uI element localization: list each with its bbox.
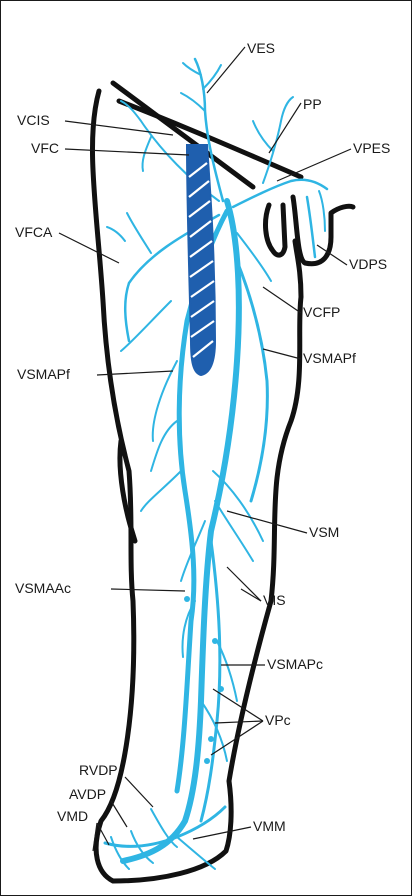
perforator-dot-3 — [218, 686, 224, 692]
label-vfca: VFCA — [15, 224, 53, 240]
label-vpc: VPc — [265, 712, 291, 728]
label-vis: VIS — [263, 592, 286, 608]
label-rvdp: RVDP — [79, 762, 118, 778]
leader-vsmaac — [111, 589, 185, 591]
ves-sub-1 — [181, 93, 205, 111]
leader-vsm — [227, 511, 307, 533]
leader-vcfp — [263, 287, 301, 313]
label-vmd: VMD — [57, 808, 88, 824]
genital-outline-left — [266, 205, 285, 255]
ves-sub-3 — [203, 65, 221, 89]
thigh-branch-2 — [153, 361, 177, 441]
femoral-vein-body — [187, 145, 215, 375]
label-avdp: AVDP — [69, 786, 106, 802]
label-vmm: VMM — [253, 818, 286, 834]
vdps-sub — [319, 191, 325, 231]
vdps-branch — [307, 197, 315, 257]
vfca-sub-1 — [127, 213, 151, 253]
label-vsmapc: VSMAPc — [267, 656, 323, 672]
leader-ves — [207, 47, 245, 93]
leader-vfca — [59, 233, 119, 263]
label-vsm: VSM — [309, 524, 339, 540]
leader-vcis — [65, 121, 173, 135]
thigh-branch-4 — [141, 471, 181, 511]
knee-branch-2 — [215, 501, 253, 561]
thigh-branch-3 — [151, 421, 177, 471]
leader-avdp — [111, 801, 127, 827]
dorsal-venous-arch — [105, 807, 225, 846]
pubic-line — [119, 101, 301, 177]
leader-rvdp — [125, 777, 153, 807]
leader-vfc — [65, 149, 189, 155]
leader-vsmapf-right — [263, 349, 301, 359]
leader-vis-1 — [227, 567, 261, 601]
label-vsmaac: VSMAAc — [15, 580, 71, 596]
perforator-dot-2 — [212, 638, 218, 644]
femoral-vein — [187, 145, 215, 375]
label-vdps: VDPS — [349, 256, 387, 272]
perforator-dot-5 — [204, 758, 210, 764]
label-vpes: VPES — [353, 140, 390, 156]
thigh-branch-1 — [121, 301, 171, 351]
leader-vpc-1 — [213, 689, 263, 721]
label-ves: VES — [247, 40, 275, 56]
leader-vpes — [277, 149, 351, 181]
vcis-sub — [142, 137, 151, 171]
label-vsmapf-left: VSMAPf — [17, 366, 70, 382]
perforator-dot-4 — [208, 736, 214, 742]
label-vcfp: VCFP — [303, 304, 340, 320]
label-pp: PP — [303, 96, 322, 112]
label-vcis: VCIS — [17, 112, 50, 128]
label-vfc: VFC — [31, 140, 59, 156]
leader-pp — [269, 103, 301, 153]
vfca-sub-2 — [107, 227, 125, 241]
perforator-dot-1 — [184, 596, 190, 602]
leader-vmm — [193, 827, 251, 839]
pp-sub — [253, 121, 273, 151]
label-vsmapf-right: VSMAPf — [303, 350, 356, 366]
vmm-branch — [177, 837, 215, 869]
superficial-veins — [105, 59, 327, 869]
vmd-branch — [111, 837, 129, 869]
